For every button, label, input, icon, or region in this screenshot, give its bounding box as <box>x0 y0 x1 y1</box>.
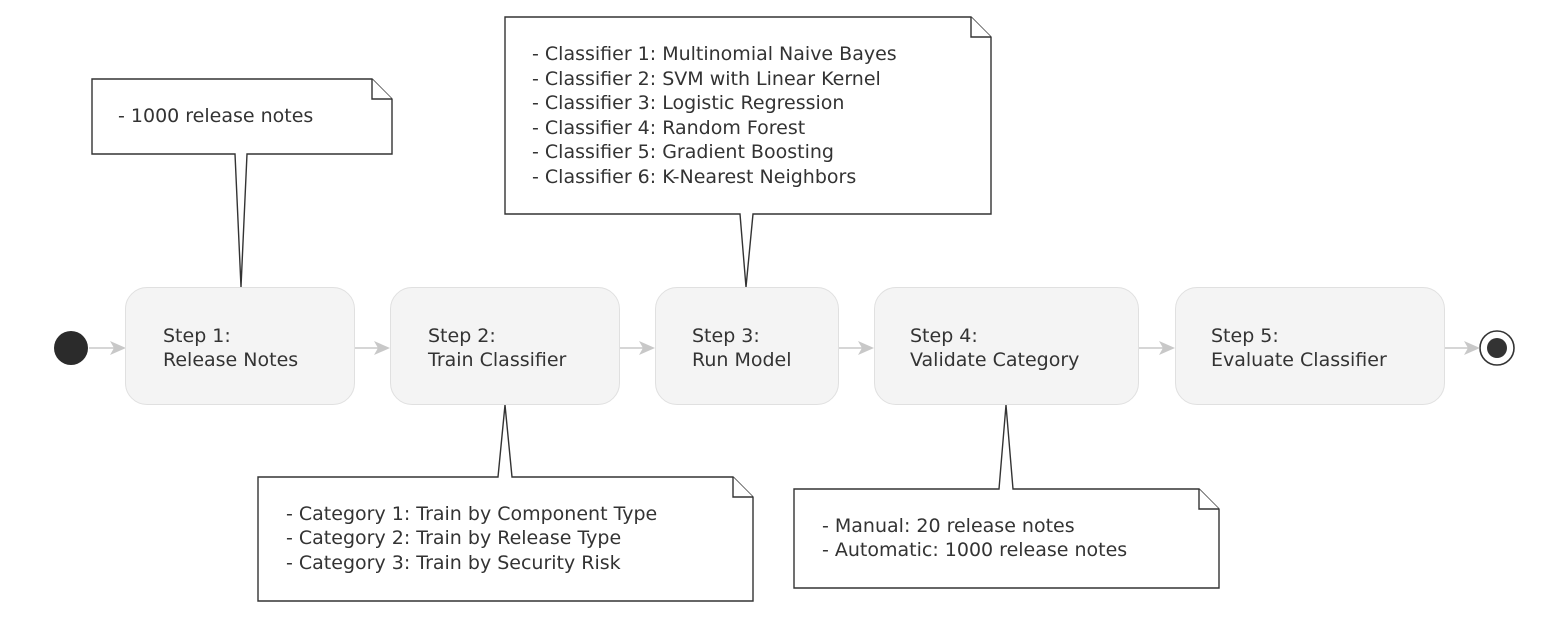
flow-arrow-start-to-step1 <box>89 341 126 355</box>
step-name: Train Classifier <box>428 349 567 371</box>
start-node <box>54 331 88 365</box>
flow-arrow-step1-to-step2 <box>355 341 390 355</box>
note-line: - Category 3: Train by Security Risk <box>286 552 621 574</box>
end-node <box>1479 330 1515 366</box>
step-evaluate-classifier[interactable]: Step 5: Evaluate Classifier <box>1175 287 1445 405</box>
note-line: - Automatic: 1000 release notes <box>822 539 1128 561</box>
step-name: Evaluate Classifier <box>1211 349 1387 371</box>
step-name: Run Model <box>692 349 792 371</box>
step-number: Step 5: <box>1211 325 1279 347</box>
step-train-classifier[interactable]: Step 2: Train Classifier <box>390 287 620 405</box>
step-name: Release Notes <box>163 349 299 371</box>
note-line: - Classifier 4: Random Forest <box>532 117 806 139</box>
flow-arrow-step3-to-step4 <box>839 341 874 355</box>
note-line: - Category 2: Train by Release Type <box>286 527 622 549</box>
note-line: - Category 1: Train by Component Type <box>286 503 658 525</box>
note-line: - Classifier 1: Multinomial Naive Bayes <box>532 43 897 65</box>
note-train-classifier-bubble <box>257 404 754 602</box>
note-release-notes-bubble <box>91 78 393 288</box>
flow-arrow-step5-to-end <box>1445 341 1480 355</box>
note-line: - 1000 release notes <box>118 105 314 127</box>
step-validate-category[interactable]: Step 4: Validate Category <box>874 287 1139 405</box>
note-validate-category-bubble <box>793 404 1220 589</box>
note-line: - Classifier 3: Logistic Regression <box>532 92 845 114</box>
step-run-model[interactable]: Step 3: Run Model <box>655 287 839 405</box>
step-name: Validate Category <box>910 349 1080 371</box>
step-number: Step 3: <box>692 325 760 347</box>
flow-arrow-step4-to-step5 <box>1139 341 1175 355</box>
step-number: Step 4: <box>910 325 978 347</box>
step-number: Step 1: <box>163 325 231 347</box>
note-line: - Classifier 6: K-Nearest Neighbors <box>532 166 857 188</box>
note-line: - Manual: 20 release notes <box>822 515 1075 537</box>
note-line: - Classifier 5: Gradient Boosting <box>532 141 834 163</box>
step-number: Step 2: <box>428 325 496 347</box>
step-release-notes[interactable]: Step 1: Release Notes <box>125 287 355 405</box>
note-line: - Classifier 2: SVM with Linear Kernel <box>532 68 881 90</box>
note-run-model-bubble <box>504 16 992 288</box>
flow-arrow-step2-to-step3 <box>620 341 655 355</box>
